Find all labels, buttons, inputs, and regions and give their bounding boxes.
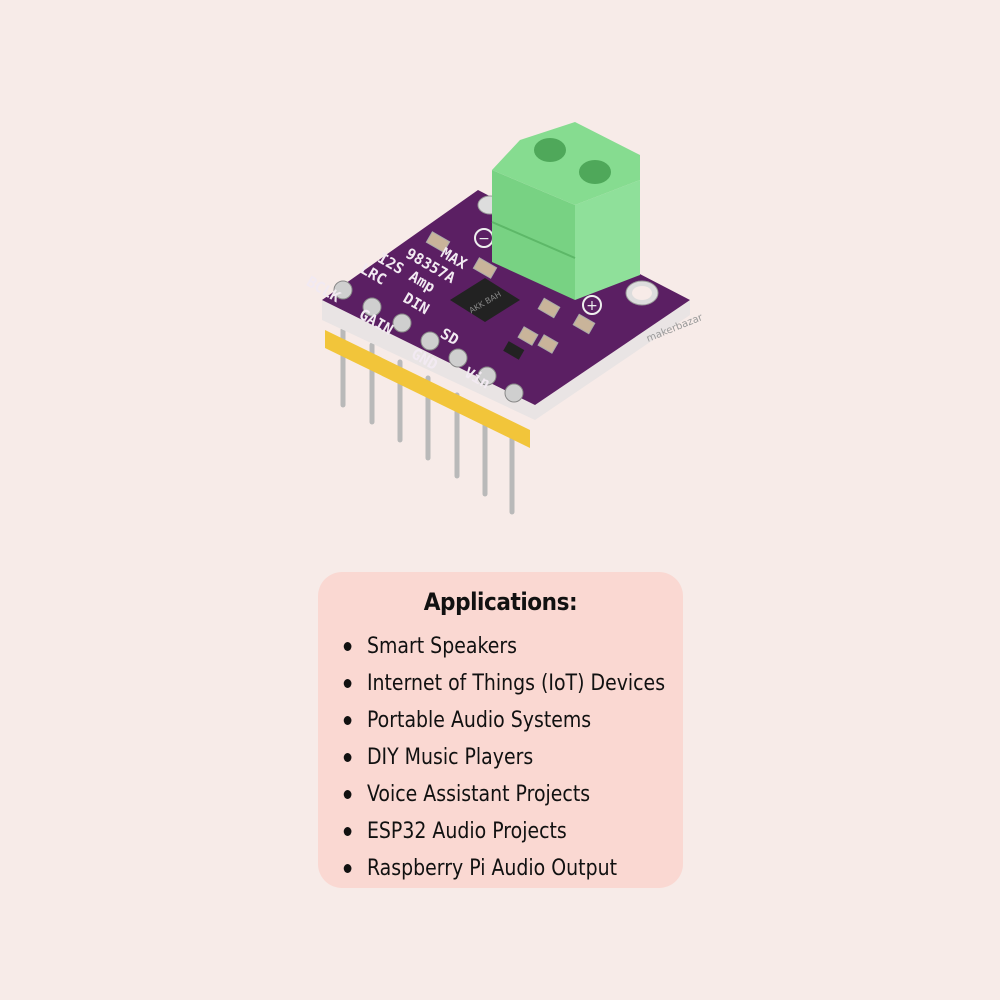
list-item: DIY Music Players <box>342 739 665 776</box>
amplifier-chip <box>450 278 520 322</box>
applications-list: Smart Speakers Internet of Things (IoT) … <box>342 628 718 887</box>
bullet-icon <box>343 827 352 836</box>
screw-terminal-block <box>491 122 640 300</box>
bullet-icon <box>343 716 352 725</box>
bullet-icon <box>343 753 352 762</box>
list-item: Smart Speakers <box>342 628 665 665</box>
pin-header-plastic <box>325 330 530 448</box>
product-image-max98357a-board: AKK BAH MAX 98357A I2S Amp LRC BCLK DIN … <box>322 122 706 515</box>
list-item: Voice Assistant Projects <box>342 776 665 813</box>
bullet-icon <box>343 790 352 799</box>
applications-heading: Applications: <box>423 588 578 616</box>
list-item: Portable Audio Systems <box>342 702 665 739</box>
applications-card: Applications: Smart Speakers Internet of… <box>318 572 683 888</box>
terminal-plus-label: + <box>586 298 598 314</box>
list-item: ESP32 Audio Projects <box>342 813 665 850</box>
bullet-icon <box>343 642 352 651</box>
bullet-icon <box>343 679 352 688</box>
bullet-icon <box>343 864 352 873</box>
terminal-minus-label: − <box>478 231 490 247</box>
list-item: Raspberry Pi Audio Output <box>342 850 665 887</box>
list-item: Internet of Things (IoT) Devices <box>342 665 665 702</box>
